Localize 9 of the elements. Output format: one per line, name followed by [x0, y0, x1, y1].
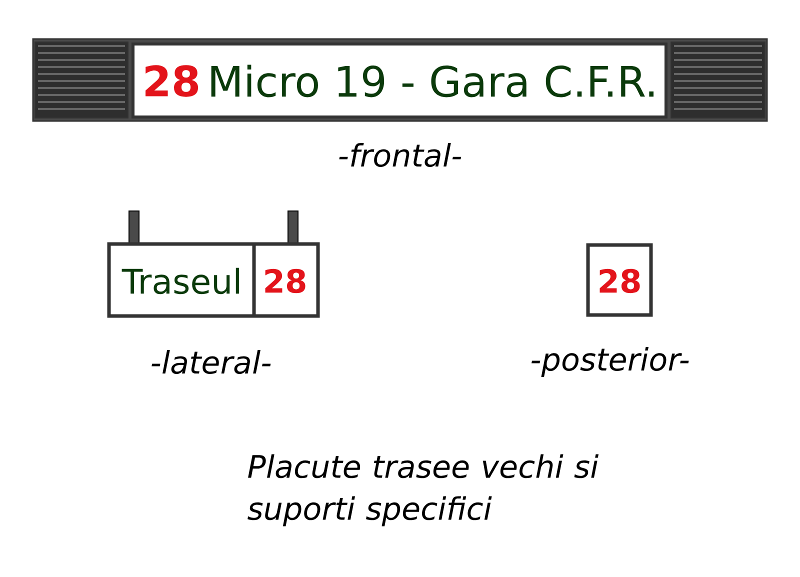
- view-label: -lateral-: [152, 350, 271, 374]
- destination-text: Micro 19 - Gara C.F.R.: [211, 64, 654, 98]
- view-label: -frontal-: [339, 143, 462, 167]
- route-number: 28: [146, 65, 198, 97]
- route-number: 28: [600, 268, 640, 294]
- view-label: -posterior-: [532, 347, 689, 377]
- caption-text: Placute trasee vechi si suporti specifici: [248, 454, 599, 526]
- sign-text: Traseul: [122, 268, 239, 294]
- route-number: 28: [265, 268, 306, 294]
